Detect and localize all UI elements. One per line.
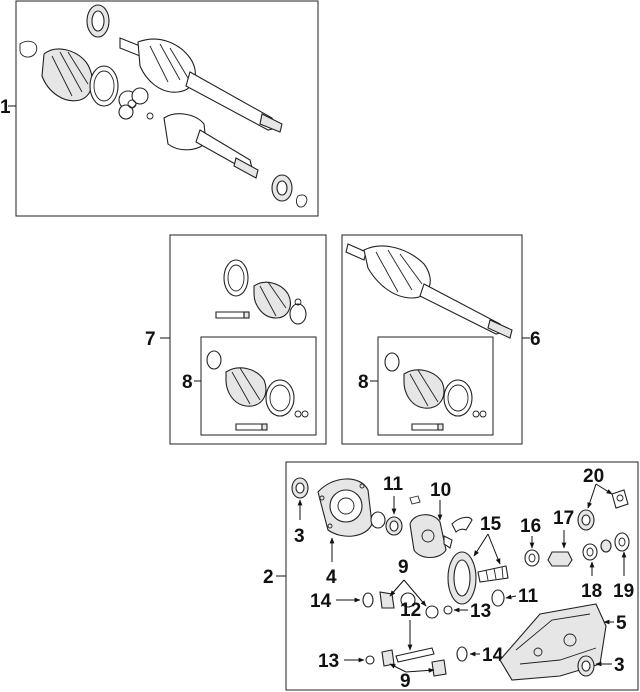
thrust-washer-right: [456, 646, 468, 662]
pinion-gear-right: [425, 605, 439, 619]
callout-6: 6: [530, 329, 541, 350]
cv-boot-part: [41, 48, 93, 102]
pinion-gear-top: [400, 592, 416, 608]
axle-shaft-part: [345, 243, 513, 339]
callout-11a: 11: [383, 474, 404, 495]
snap-ring-small: [146, 112, 154, 120]
callout-8b: 8: [358, 372, 369, 393]
thrust-washer-left: [362, 592, 374, 608]
bearing-cone: [582, 543, 598, 561]
group-box-8b: [377, 336, 494, 436]
boot-clamp-small-right: [384, 352, 400, 372]
washer-small-left: [365, 655, 375, 665]
bearing-right: [491, 589, 505, 607]
callout-10: 10: [430, 480, 451, 501]
differential-group: 2 3 4 11 10: [263, 461, 639, 692]
callout-18: 18: [581, 581, 602, 602]
bearing-left: [370, 511, 386, 529]
callout-11b: 11: [518, 586, 539, 607]
callout-7: 7: [145, 329, 156, 350]
group-box-6: [341, 234, 523, 445]
small-band-clamp: [289, 303, 307, 325]
callout-8a: 8: [182, 372, 193, 393]
boot-kit-group-left: 7 8: [145, 234, 327, 445]
drive-shaft-part: [119, 37, 283, 133]
group-box-1: [15, 0, 319, 217]
callout-19: 19: [613, 581, 634, 602]
grease-tube-right: [411, 423, 439, 431]
washer: [600, 539, 612, 553]
bearing-cup: [524, 549, 540, 567]
pin: [409, 495, 421, 505]
callout-1: 1: [0, 97, 11, 118]
callout-3b: 3: [614, 655, 625, 676]
differential-case: [409, 514, 453, 559]
side-gear-bottom: [381, 649, 395, 667]
callout-20: 20: [583, 466, 604, 487]
oil-seal-front: [614, 532, 630, 552]
companion-flange-nut: [611, 489, 629, 509]
callout-2: 2: [263, 567, 274, 588]
tripod-joint-part: [118, 87, 149, 120]
ring-and-pinion-gear: [447, 551, 509, 605]
pinion-shaft: [395, 647, 435, 663]
callout-9b: 9: [400, 671, 411, 692]
collapsible-spacer: [547, 551, 573, 567]
boot-clamp-small: [206, 350, 222, 370]
boot-right: [403, 369, 445, 409]
pinion-gear-bottom: [431, 659, 447, 677]
grease-tube-small: [235, 423, 263, 431]
callout-12: 12: [400, 600, 421, 621]
callout-17: 17: [553, 508, 574, 529]
callout-13b: 13: [318, 651, 339, 672]
group-box-7: [169, 234, 327, 445]
group-box-8a: [200, 336, 317, 436]
callout-9a: 9: [398, 557, 409, 578]
shim-plate: [451, 516, 473, 533]
small-clamp: [19, 40, 38, 58]
axle-shaft-assembly-group: 1: [0, 0, 319, 217]
differential-case-cover: [317, 478, 373, 537]
retainer-clip: [295, 194, 308, 208]
inner-joint-housing: [163, 113, 259, 179]
callout-15: 15: [480, 514, 502, 535]
callout-16: 16: [520, 516, 541, 537]
shaft-kit-group-right: 6 8: [341, 234, 541, 445]
callout-13a: 13: [470, 601, 491, 622]
callout-5: 5: [616, 613, 627, 634]
callout-14a: 14: [310, 591, 332, 612]
boot-clamp-ring-inner: [91, 10, 105, 32]
callout-4: 4: [326, 567, 337, 588]
callout-14b: 14: [482, 645, 504, 666]
inner-boot: [225, 367, 267, 407]
washer-small-right: [443, 605, 453, 615]
callout-3a: 3: [294, 526, 305, 547]
grease-tube: [215, 311, 245, 319]
